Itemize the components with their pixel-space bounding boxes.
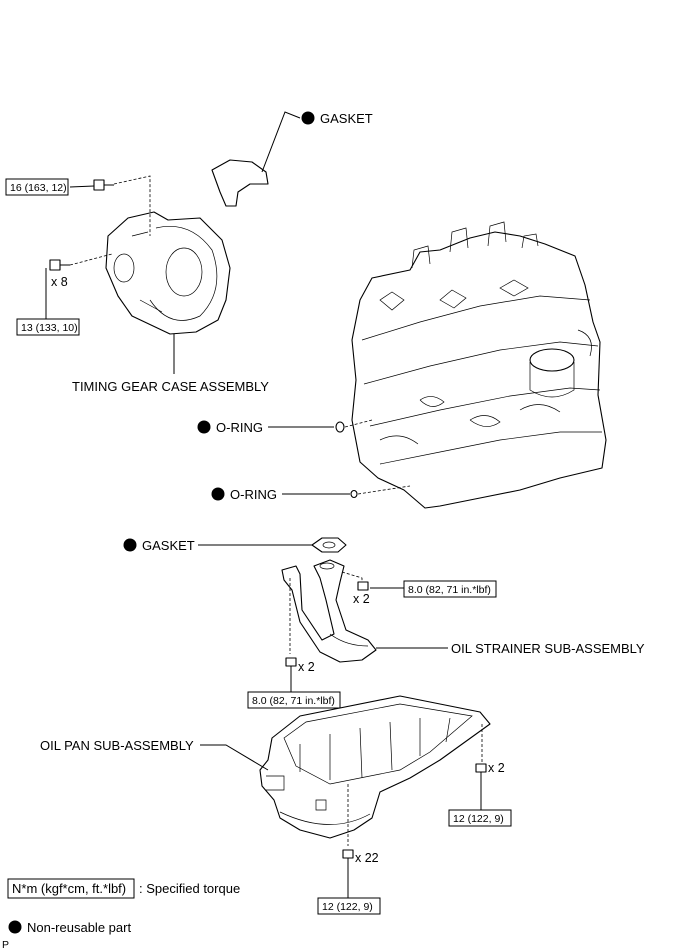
torque-value-6: 12 (122, 9): [322, 901, 373, 913]
timing-gear-case-part: [105, 211, 231, 335]
strainer-bolt-quantity: x 2: [298, 660, 315, 674]
strainer-bolt-icon: [285, 657, 297, 676]
top-gasket-label: GASKET: [320, 111, 373, 126]
torque-value-5: 12 (122, 9): [453, 813, 504, 825]
pan-nut-icon: [475, 763, 487, 773]
mid-gasket-part: [311, 537, 347, 553]
mid-gasket-label: GASKET: [142, 538, 195, 553]
pan-bolt-icon: [342, 849, 354, 868]
x8-bolt-dashline: [69, 253, 113, 266]
top-gasket-leader: [261, 111, 301, 173]
o-ring-1-label: O-RING: [216, 420, 263, 435]
legend-nonreusable-description: Non-reusable part: [27, 920, 131, 935]
legend-torque-description: : Specified torque: [139, 881, 240, 896]
torque-value-4: 8.0 (82, 71 in.*lbf): [252, 695, 335, 707]
engine-block-illustration: [351, 221, 607, 509]
upper-bolt-dashline: [113, 175, 151, 236]
o-ring-2-dashline: [357, 485, 411, 495]
strainer-nut-quantity: x 2: [353, 592, 370, 606]
legend-nonreusable-marker: [8, 920, 22, 934]
pan-nut-quantity: x 2: [488, 761, 505, 775]
o-ring-2-nonreusable-marker: [211, 487, 225, 501]
timing-case-upper-bolt-icon: [93, 179, 114, 191]
strainer-nut-icon: [357, 581, 369, 591]
legend-torque-box: [7, 878, 135, 899]
torque-box-3: [403, 580, 497, 598]
torque-value-1: 16 (163, 12): [10, 182, 67, 194]
torque-box-4: [247, 691, 341, 709]
torque-value-3: 8.0 (82, 71 in.*lbf): [408, 584, 491, 596]
oil-pan-label: OIL PAN SUB-ASSEMBLY: [40, 738, 194, 753]
o-ring-2-label: O-RING: [230, 487, 277, 502]
pan-bolt-quantity: x 22: [355, 851, 379, 865]
bolt-quantity-x8: x 8: [51, 275, 68, 289]
torque-box-5: [448, 809, 512, 827]
oil-strainer-part: [281, 559, 377, 663]
oil-strainer-label: OIL STRAINER SUB-ASSEMBLY: [451, 641, 645, 656]
footer-code: P: [2, 939, 9, 951]
oil-pan-part: [259, 695, 491, 839]
timing-case-bolt-x8-icon: [49, 259, 70, 271]
top-gasket-nonreusable-marker: [301, 111, 315, 125]
legend-torque-units: N*m (kgf*cm, ft.*lbf): [12, 881, 126, 896]
torque-box-2: [16, 318, 80, 336]
top-gasket-part: [211, 159, 269, 207]
o-ring-1-nonreusable-marker: [197, 420, 211, 434]
o-ring-2-part: [350, 489, 358, 499]
timing-gear-case-label: TIMING GEAR CASE ASSEMBLY: [72, 379, 269, 394]
oil-pan-leader: [200, 744, 269, 771]
torque-box-1: [5, 178, 69, 196]
torque-value-2: 13 (133, 10): [21, 322, 78, 334]
o-ring-1-part: [335, 421, 345, 433]
strainer-nut-dashline: [341, 571, 363, 582]
upper-bolt-leader: [69, 185, 95, 188]
torque-box-6: [317, 897, 381, 915]
mid-gasket-nonreusable-marker: [123, 538, 137, 552]
